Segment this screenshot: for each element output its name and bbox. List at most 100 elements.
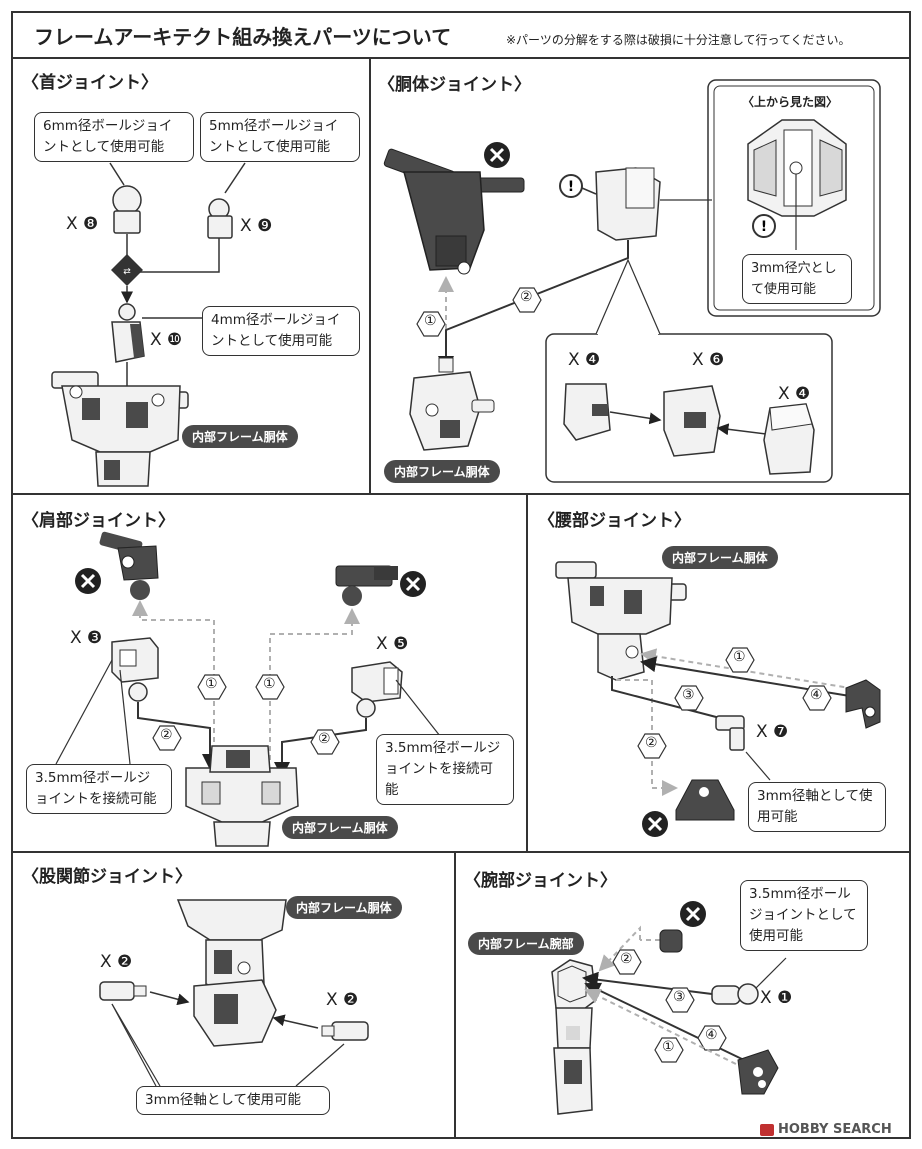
shoulder-frame-tag: 内部フレーム胴体 (282, 816, 398, 839)
hip-count-2a: X ❷ (100, 952, 133, 972)
swap-icon (111, 254, 143, 286)
torso-callout-3mm-hole: 3mm径穴として使用可能 (742, 254, 852, 304)
neck-callout-6mm: 6mm径ボールジョイントとして使用可能 (34, 112, 194, 162)
ball-joint-4mm-part (118, 303, 136, 321)
arm-step-3: ③ (673, 989, 686, 1005)
shoulder-panel-diagram (55, 531, 441, 847)
neck-count-8: X ❽ (66, 214, 99, 234)
neck-count-10: X ❿ (150, 330, 183, 350)
waist-step-1: ① (733, 649, 746, 665)
step-hex (310, 729, 340, 755)
step-hex (152, 725, 182, 751)
waist-step-3: ③ (682, 687, 695, 703)
step-hex (612, 949, 642, 975)
svg-text:!: ! (761, 219, 767, 235)
shoulder-section-title: 〈肩部ジョイント〉 (22, 511, 175, 531)
neck-section-title: 〈首ジョイント〉 (22, 73, 158, 93)
waist-callout-3mm-axis: 3mm径軸として使用可能 (748, 782, 886, 832)
arm-panel-diagram (551, 901, 787, 1136)
svg-text:!: ! (568, 179, 574, 195)
step-hex (654, 1037, 684, 1063)
unused-shoulder-part-right (335, 565, 398, 606)
step-hex (255, 674, 285, 700)
torso-count-4a: X ❹ (568, 350, 601, 370)
arm-step-4: ④ (705, 1027, 718, 1043)
shoulder-joint-part-right (351, 661, 403, 718)
torso-joint-part (595, 167, 661, 241)
neck-panel-diagram: ⇄ (51, 162, 246, 487)
shoulder-count-3: X ❸ (70, 628, 103, 648)
torso-top-view-title: 〈上から見た図〉 (742, 95, 839, 109)
arm-bracket-part (737, 1049, 779, 1095)
hip-panel-diagram (99, 899, 369, 1087)
arm-callout-35mm-ball: 3.5mm径ボールジョイントとして使用可能 (740, 880, 868, 951)
shoulder-callout-left: 3.5mm径ボールジョイントを接続可能 (26, 764, 172, 814)
step-hex (725, 647, 755, 673)
waist-panel-diagram (555, 561, 881, 837)
shoulder-count-5: X ❺ (376, 634, 409, 654)
neck-callout-5mm: 5mm径ボールジョイントとして使用可能 (200, 112, 360, 162)
step-hex (197, 674, 227, 700)
waist-count-7: X ❼ (756, 722, 789, 742)
waist-section-title: 〈腰部ジョイント〉 (538, 511, 691, 531)
shoulder-step-1a: ① (205, 676, 218, 692)
hip-section-title: 〈股関節ジョイント〉 (22, 867, 192, 887)
shoulder-step-2b: ② (318, 731, 331, 747)
shoulder-step-2a: ② (160, 727, 173, 743)
torso-step-1: ① (424, 313, 437, 329)
t-joint-part (715, 715, 745, 751)
svg-text:⇄: ⇄ (123, 267, 131, 277)
torso-side-part-left (563, 383, 611, 441)
waist-frame-tag: 内部フレーム胴体 (662, 546, 778, 569)
unused-waist-part (675, 779, 735, 821)
arm-frame-tag: 内部フレーム腕部 (468, 932, 584, 955)
watermark: HOBBY SEARCH (778, 1122, 892, 1137)
inner-frame-torso-part (409, 357, 495, 451)
caution-icon (752, 214, 776, 238)
shoulder-callout-right: 3.5mm径ボールジョイントを接続可能 (376, 734, 514, 805)
inner-frame-torso-part (176, 899, 287, 1047)
unused-torso-part (383, 148, 525, 275)
shoulder-step-1b: ① (263, 676, 276, 692)
inner-frame-torso-part (185, 745, 299, 847)
step-hex (697, 1025, 727, 1051)
page-border (11, 11, 911, 1139)
ball-joint-6mm-part (112, 185, 142, 215)
ball-joint-part (711, 983, 759, 1005)
arm-count-1: X ❶ (760, 988, 793, 1008)
torso-center-part (663, 385, 721, 457)
step-hex (674, 685, 704, 711)
arm-step-2: ② (620, 951, 633, 967)
neck-frame-tag: 内部フレーム胴体 (182, 425, 298, 448)
waist-step-4: ④ (810, 687, 823, 703)
neck-count-9: X ❾ (240, 216, 273, 236)
hip-count-2b: X ❷ (326, 990, 359, 1010)
neck-callout-4mm: 4mm径ボールジョイントとして使用可能 (202, 306, 360, 356)
inner-frame-arm-part (551, 959, 597, 1115)
arm-step-1: ① (662, 1039, 675, 1055)
unused-shoulder-part-left (99, 531, 159, 600)
waist-bracket-part (845, 679, 881, 729)
torso-side-part-right (763, 403, 815, 475)
watermark-logo-icon (760, 1124, 774, 1136)
torso-panel-diagram: ! ! (383, 79, 881, 483)
torso-section-title: 〈胴体ジョイント〉 (378, 75, 531, 95)
pin-part-right (321, 1021, 369, 1041)
top-view-part (747, 119, 847, 217)
hip-frame-tag: 内部フレーム胴体 (286, 896, 402, 919)
inner-frame-torso-part (555, 561, 687, 681)
torso-frame-tag: 内部フレーム胴体 (384, 460, 500, 483)
caution-icon (559, 174, 583, 198)
page-title: フレームアーキテクト組み換えパーツについて (34, 25, 452, 49)
step-hex (512, 287, 542, 313)
torso-count-6: X ❻ (692, 350, 725, 370)
arm-section-title: 〈腕部ジョイント〉 (464, 871, 617, 891)
step-hex (802, 685, 832, 711)
step-hex (637, 733, 667, 759)
waist-step-2: ② (645, 735, 658, 751)
pin-part-left (99, 981, 147, 1001)
caution-note: ※パーツの分解をする際は破損に十分注意して行ってください。 (506, 33, 851, 47)
step-hex (416, 311, 446, 337)
shoulder-joint-part-left (111, 637, 159, 702)
